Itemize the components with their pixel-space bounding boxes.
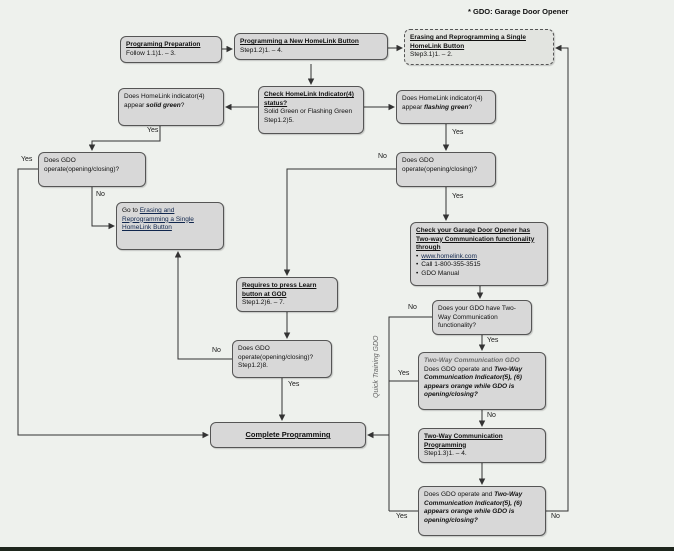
bullet-text: Call 1-800-355-3515 [421,261,481,269]
bullet-item: • GDO Manual [416,270,542,279]
node-text: Does HomeLink indicator(4) appear flashi… [402,95,490,112]
edge-gdoright-no-learn [283,168,396,276]
node-indicator-solid-green: Does HomeLink indicator(4) appear solid … [118,88,224,126]
node-gdo-operate-after-learn: Does GDO operate(opening/closing)? Step1… [232,340,332,378]
node-text: Does your GDO have Two-Way Communication… [438,305,516,330]
edge-label-yes: Yes [288,381,300,388]
node-step: Follow 1.1)1. – 3. [126,49,176,57]
text-run: Go to [122,207,140,214]
edge-label-no: No [408,304,417,311]
node-indicator-flashing-green: Does HomeLink indicator(4) appear flashi… [396,90,496,124]
edge-label-no: No [212,347,221,354]
node-text: Does GDO operate(opening/closing)? [44,157,120,173]
node-text: Does GDO operate and Two-Way Communicati… [424,491,540,525]
node-goto-erasing-reprogramming: Go to Erasing and Reprogramming a Single… [116,202,224,250]
node-text: Go to Erasing and Reprogramming a Single… [122,207,218,233]
node-check-twoway-functionality: Check your Garage Door Opener has Two-wa… [410,222,548,286]
text-run: Does GDO operate and [424,365,495,373]
node-title: Programing Preparation [126,41,201,48]
bullet-icon: • [416,269,419,277]
node-erasing-reprogramming-single: Erasing and Reprogramming a Single HomeL… [404,29,554,65]
edge-label-yes: Yes [147,127,159,134]
node-title: Complete Programming [245,430,331,440]
node-step: Step3.1)1. – 2. [410,51,453,59]
edge-havetwoway-no-collector [388,316,432,511]
text-run: Does HomeLink indicator(4) appear [124,93,205,109]
node-twoway-communication-programming: Two-Way Communication Programming Step1.… [418,428,546,463]
node-text: Solid Green or Flashing Green [264,108,353,116]
bullet-text: GDO Manual [421,269,460,277]
node-title: Two-Way Communication Programming [424,433,503,449]
edge-label-yes: Yes [452,193,464,200]
edge-label-quick-training-gdo: Quick Training GDO [373,335,380,399]
text-run: ? [468,103,473,111]
erase-reprogram-link[interactable]: Erasing and Reprogramming a Single HomeL… [122,207,194,232]
node-title: Check your Garage Door Opener has Two-wa… [416,227,535,252]
edge-label-yes: Yes [487,337,499,344]
text-run-emphasis: flashing green [424,103,469,111]
bullet-icon: • [416,261,419,269]
text-run-emphasis: Two-Way Communication Indicator(5), (6) … [424,491,523,524]
gdo-footnote: * GDO: Garage Door Opener [468,7,569,16]
edge-orange-no-erase [546,44,569,512]
node-gdo-operate-left: Does GDO operate(opening/closing)? [38,152,146,187]
edge-label-yes: Yes [21,156,33,163]
bullet-item: • Call 1-800-355-3515 [416,261,542,270]
edge-label-no: No [551,513,560,520]
node-step: Step1.2)8. [238,362,268,370]
edge-label-no: No [96,191,105,198]
node-gdo-have-twoway: Does your GDO have Two-Way Communication… [432,300,532,335]
text-run: Does GDO operate and [424,491,495,498]
node-twoway-gdo-orange-check: Two-Way Communication GDO Does GDO opera… [418,352,546,410]
edge-gdolearn-no-goto [174,251,232,360]
node-header: Two-Way Communication GDO [424,357,520,364]
edge-label-yes: Yes [398,370,410,377]
node-text: Does GDO operate(opening/closing)? [238,345,314,361]
node-programming-new-button: Programming a New HomeLink Button Step1.… [234,33,388,61]
text-run-emphasis: Two-Way Communication Indicator(5), (6) … [424,365,523,399]
homelink-url-link[interactable]: www.homelink.com [421,252,477,260]
text-run: Does HomeLink indicator(4) appear [402,95,483,111]
node-text: Does GDO operate and Two-Way Communicati… [424,366,540,400]
node-title: Check HomeLink Indicator(4) status? [264,91,354,107]
text-run: ? [180,101,185,109]
node-step: Step1.2)1. – 4. [240,46,283,54]
bullet-icon: • [416,252,419,260]
edge-label-no: No [487,412,496,419]
node-text: Does GDO operate(opening/closing)? [402,157,478,173]
edge-label-no: No [378,153,387,160]
bullet-item: • www.homelink.com [416,253,542,262]
node-title: Programming a New HomeLink Button [240,38,359,45]
edge-label-yes: Yes [396,513,408,520]
node-programming-preparation: Programing Preparation Follow 1.1)1. – 3… [120,36,222,64]
node-press-learn-button: Requires to press Learn button at GOD St… [236,277,338,312]
node-step: Step1.2)5. [264,116,294,124]
node-title: Requires to press Learn button at GOD [242,282,317,298]
page-bottom-edge [0,547,674,551]
node-complete-programming: Complete Programming [210,422,366,448]
node-check-indicator-status: Check HomeLink Indicator(4) status? Soli… [258,86,364,134]
node-text: Does HomeLink indicator(4) appear solid … [124,93,218,110]
node-step: Step1.3)1. – 4. [424,450,467,458]
edge-label-yes: Yes [452,129,464,136]
node-gdo-operate-right: Does GDO operate(opening/closing)? [396,152,496,187]
node-orange-check-after-programming: Does GDO operate and Two-Way Communicati… [418,486,546,536]
node-title: Erasing and Reprogramming a Single HomeL… [410,34,526,50]
text-run-emphasis: solid green [146,101,181,109]
node-step: Step1.2)6. – 7. [242,299,285,307]
